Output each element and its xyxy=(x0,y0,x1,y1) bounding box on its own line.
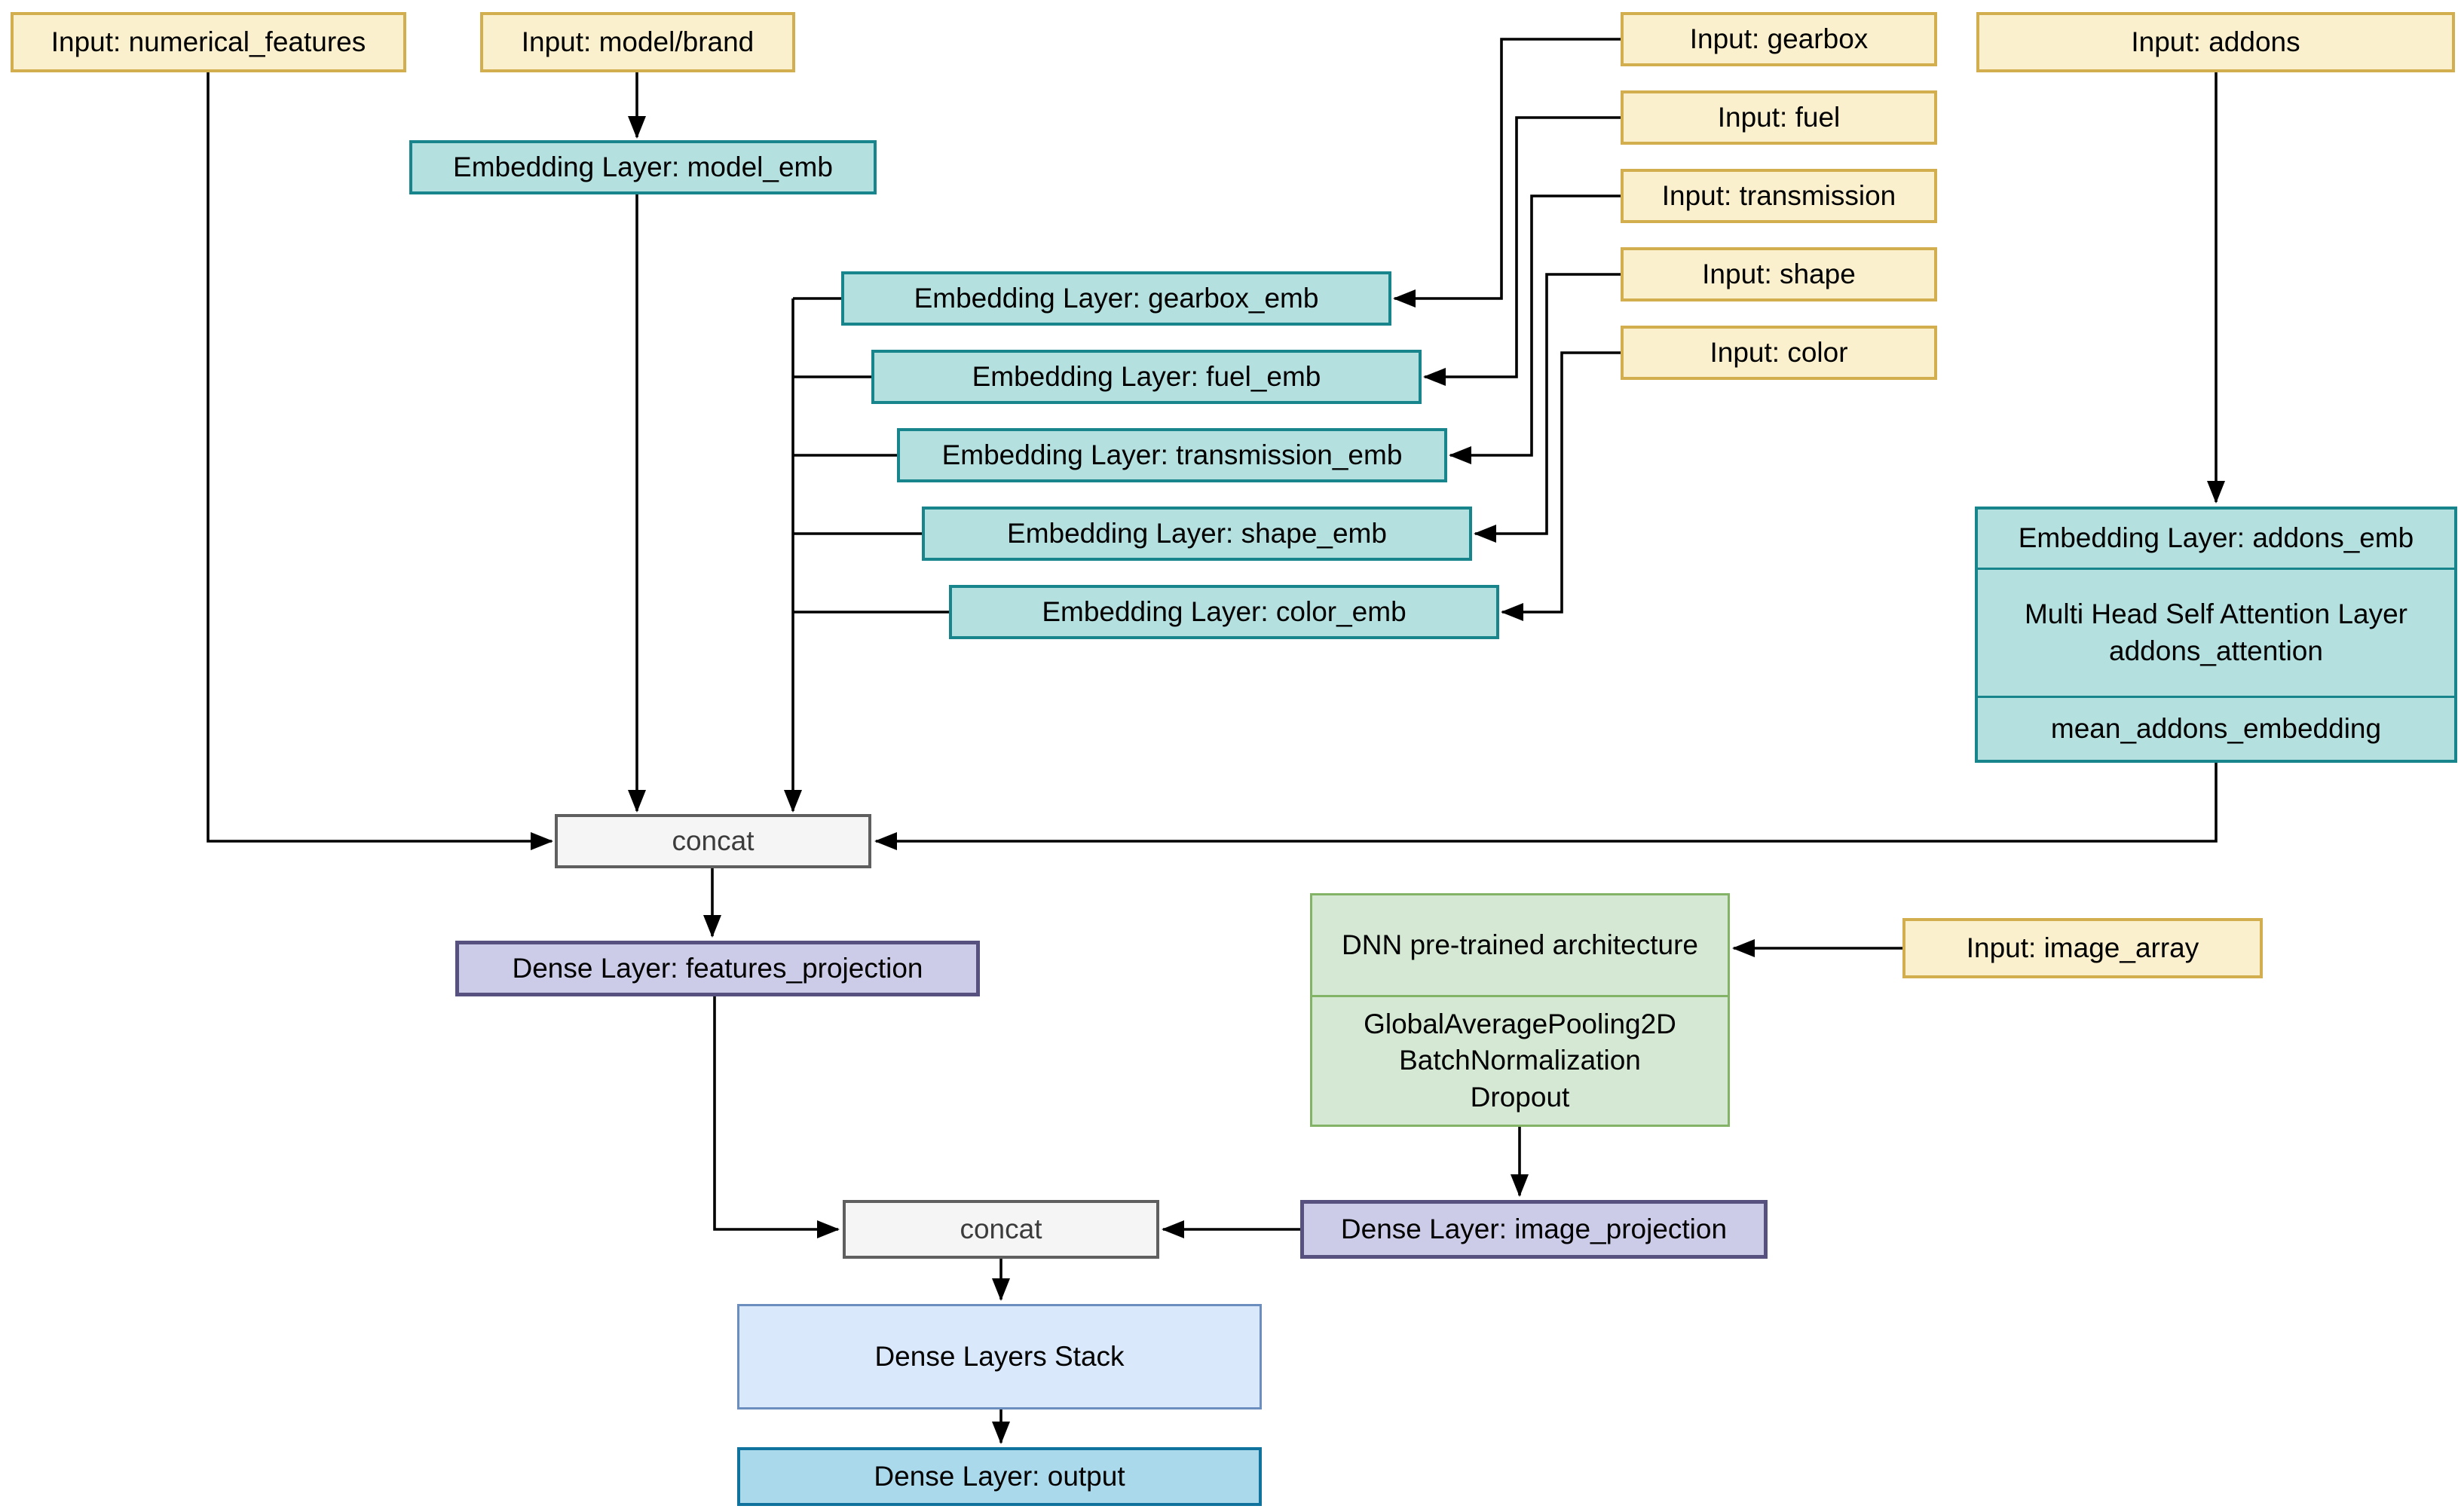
addons-attention-row: Multi Head Self Attention Layer addons_a… xyxy=(1978,568,2454,696)
input-color-node: Input: color xyxy=(1621,326,1937,380)
edge-shape-to-embedding xyxy=(1474,273,1621,543)
dense-layers-stack-node: Dense Layers Stack xyxy=(737,1304,1262,1409)
edge-gearbox-to-embedding xyxy=(1393,38,1621,308)
concat2-node: concat xyxy=(843,1200,1159,1259)
edge-transmission-to-embedding xyxy=(1449,194,1621,464)
dnn-architecture-row: DNN pre-trained architecture xyxy=(1342,929,1698,960)
input-shape-node: Input: shape xyxy=(1621,247,1937,301)
input-model-brand-node: Input: model/brand xyxy=(480,12,795,72)
dnn-pretrained-block: DNN pre-trained architecture GlobalAvera… xyxy=(1310,893,1730,1127)
input-numerical-features-node: Input: numerical_features xyxy=(11,12,406,72)
dense-features-projection-node: Dense Layer: features_projection xyxy=(455,941,980,996)
input-addons-node: Input: addons xyxy=(1976,12,2455,72)
addons-embedding-attention-stack: Embedding Layer: addons_emb Multi Head S… xyxy=(1975,507,2457,763)
dense-output-node: Dense Layer: output xyxy=(737,1447,1262,1506)
embedding-transmission-emb-node: Embedding Layer: transmission_emb xyxy=(897,428,1447,482)
input-image-array-node: Input: image_array xyxy=(1902,918,2263,978)
embedding-shape-emb-node: Embedding Layer: shape_emb xyxy=(922,507,1472,561)
input-transmission-node: Input: transmission xyxy=(1621,169,1937,223)
embedding-model-emb-node: Embedding Layer: model_emb xyxy=(409,140,877,194)
mean-addons-embedding-row: mean_addons_embedding xyxy=(1978,696,2454,760)
edge-features-projection-to-concat2 xyxy=(713,996,840,1238)
edge-addons-stack-to-concat xyxy=(874,763,2218,850)
addons-emb-row: Embedding Layer: addons_emb xyxy=(2018,522,2414,554)
edge-color-to-embedding xyxy=(1501,351,1621,621)
input-fuel-node: Input: fuel xyxy=(1621,90,1937,145)
concat-node: concat xyxy=(555,814,871,868)
edge-fuel-to-embedding xyxy=(1423,116,1621,386)
embedding-fuel-emb-node: Embedding Layer: fuel_emb xyxy=(871,350,1422,404)
embedding-color-emb-node: Embedding Layer: color_emb xyxy=(949,585,1499,639)
input-gearbox-node: Input: gearbox xyxy=(1621,12,1937,66)
embedding-gearbox-emb-node: Embedding Layer: gearbox_emb xyxy=(841,271,1391,326)
dnn-pooling-norm-dropout-row: GlobalAveragePooling2D BatchNormalizatio… xyxy=(1312,995,1728,1125)
dense-image-projection-node: Dense Layer: image_projection xyxy=(1300,1200,1768,1259)
